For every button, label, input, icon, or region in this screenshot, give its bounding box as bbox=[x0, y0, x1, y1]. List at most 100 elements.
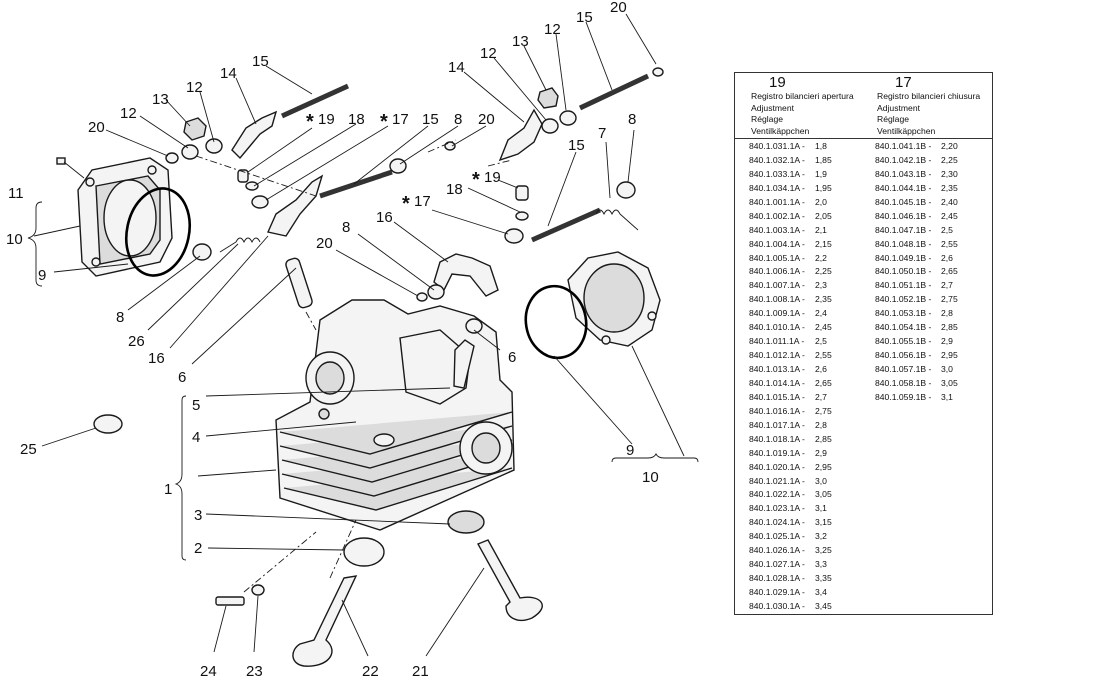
thickness-value: 2,9 bbox=[941, 336, 953, 347]
right-valve-cover bbox=[567, 251, 661, 347]
part-code: 840.1.019.1A - bbox=[749, 447, 805, 458]
table-row: 840.1.021.1A -3,0 bbox=[749, 475, 832, 489]
table-row: 840.1.003.1A -2,1 bbox=[749, 224, 832, 238]
thickness-value: 2,6 bbox=[815, 364, 827, 374]
callout-17-left: 17 bbox=[392, 111, 409, 128]
o-ring-right bbox=[524, 284, 588, 360]
part-code: 840.1.048.1B - bbox=[875, 238, 932, 249]
thickness-value: 3,35 bbox=[815, 573, 832, 584]
thickness-value: 2,30 bbox=[941, 168, 958, 179]
table-row: 840.1.006.1A -2,25 bbox=[749, 265, 832, 279]
o-ring-left bbox=[125, 187, 191, 277]
part-code: 840.1.034.1A - bbox=[749, 182, 805, 193]
thickness-value: 2,45 bbox=[941, 210, 958, 221]
thickness-value: 2,85 bbox=[941, 322, 958, 333]
part-code: 840.1.011.1A - bbox=[749, 336, 805, 347]
thickness-value: 2,65 bbox=[815, 377, 832, 388]
exploded-parts-diagram: 11 10 9 8 26 16 6 20 12 13 12 14 15 * 19… bbox=[6, 0, 699, 680]
part-code: 840.1.058.1B - bbox=[875, 377, 932, 388]
part-code: 840.1.004.1A - bbox=[749, 238, 805, 249]
table-header: 19 Registro bilancieri apertura Adjustme… bbox=[735, 73, 992, 139]
nut-13-left bbox=[183, 117, 207, 141]
thickness-value: 3,0 bbox=[815, 475, 827, 486]
part-code: 840.1.051.1B - bbox=[875, 280, 932, 291]
thickness-value: 2,4 bbox=[815, 308, 827, 319]
callout-1: 1 bbox=[164, 481, 172, 498]
table-row: 840.1.017.1A -2,8 bbox=[749, 419, 832, 433]
shaft-15-center bbox=[319, 169, 393, 199]
thickness-value: 2,6 bbox=[941, 252, 953, 263]
table-row: 840.1.011.1A - 2,5 bbox=[749, 335, 832, 349]
table-row: 840.1.019.1A -2,9 bbox=[749, 447, 832, 461]
table-row: 840.1.015.1A -2,7 bbox=[749, 391, 832, 405]
washer-8-left bbox=[192, 243, 212, 261]
callout-20-center: 20 bbox=[478, 111, 495, 128]
thickness-value: 3,45 bbox=[815, 600, 832, 611]
table-row: 840.1.058.1B - 3,05 bbox=[875, 377, 958, 391]
table-row: 840.1.031.1A -1,8 bbox=[749, 140, 832, 154]
thickness-value: 2,0 bbox=[815, 196, 827, 207]
thickness-value: 2,40 bbox=[941, 196, 958, 207]
header-desc-17-it: Registro bilancieri chiusura bbox=[877, 91, 981, 101]
callout-12-left-b: 12 bbox=[186, 79, 203, 96]
valve-seat-2 bbox=[343, 537, 385, 567]
thickness-value: 2,75 bbox=[815, 405, 832, 416]
callout-6-left: 6 bbox=[178, 369, 186, 386]
callout-10-left: 10 bbox=[6, 231, 23, 248]
callout-8-left: 8 bbox=[116, 309, 124, 326]
part-code: 840.1.033.1A - bbox=[749, 168, 805, 179]
header-desc-17-fr: Réglage bbox=[877, 114, 910, 125]
header-desc-17-en: Adjustment bbox=[877, 102, 920, 113]
header-desc-19-it: Registro bilancieri apertura bbox=[751, 91, 854, 101]
part-code: 840.1.053.1B - bbox=[875, 308, 932, 319]
part-code: 840.1.059.1B - bbox=[875, 391, 932, 402]
thickness-value: 2,65 bbox=[941, 266, 958, 277]
table-row: 840.1.026.1A -3,25 bbox=[749, 544, 832, 558]
part-code: 840.1.015.1A - bbox=[749, 391, 805, 402]
callout-8-right: 8 bbox=[628, 111, 636, 128]
thickness-value: 2,5 bbox=[815, 336, 827, 347]
table-row: 840.1.014.1A -2,65 bbox=[749, 377, 832, 391]
thickness-value: 3,4 bbox=[815, 587, 827, 597]
thickness-value: 3,05 bbox=[815, 489, 832, 500]
callout-13-right: 13 bbox=[512, 33, 529, 50]
part-code: 840.1.031.1A - bbox=[749, 141, 805, 151]
thickness-value: 3,05 bbox=[941, 377, 958, 388]
part-code: 840.1.009.1A - bbox=[749, 308, 805, 319]
table-row: 840.1.013.1A -2,6 bbox=[749, 363, 832, 377]
star-17-right: * bbox=[402, 193, 410, 215]
callout-9-left: 9 bbox=[38, 267, 46, 284]
thickness-value: 2,05 bbox=[815, 210, 832, 221]
table-row: 840.1.049.1B -2,6 bbox=[875, 252, 958, 266]
table-row: 840.1.050.1B -2,65 bbox=[875, 265, 958, 279]
thickness-value: 1,95 bbox=[815, 182, 832, 193]
table-row: 840.1.029.1A -3,4 bbox=[749, 586, 832, 600]
callout-8-center: 8 bbox=[454, 111, 462, 128]
thickness-value: 3,2 bbox=[815, 531, 827, 542]
callout-13-left: 13 bbox=[152, 91, 169, 108]
part-code: 840.1.018.1A - bbox=[749, 433, 805, 444]
table-row: 840.1.042.1B -2,25 bbox=[875, 154, 958, 168]
thickness-value: 2,75 bbox=[941, 294, 958, 305]
callout-3: 3 bbox=[194, 507, 202, 524]
table-row: 840.1.045.1B -2,40 bbox=[875, 196, 958, 210]
callout-18-left: 18 bbox=[348, 111, 365, 128]
thickness-value: 3,3 bbox=[815, 559, 827, 570]
table-row: 840.1.028.1A -3,35 bbox=[749, 572, 832, 586]
part-code: 840.1.042.1B - bbox=[875, 154, 932, 165]
part-code: 840.1.010.1A - bbox=[749, 322, 805, 333]
star-19-right: * bbox=[472, 169, 480, 191]
callout-8-mid: 8 bbox=[342, 219, 350, 236]
table-row: 840.1.018.1A -2,85 bbox=[749, 433, 832, 447]
star-19-left: * bbox=[306, 111, 314, 133]
header-number-17: 17 bbox=[895, 74, 912, 91]
thickness-value: 2,35 bbox=[941, 182, 958, 193]
part-code: 840.1.057.1B - bbox=[875, 364, 932, 374]
part-code: 840.1.026.1A - bbox=[749, 545, 805, 556]
washer-20-center bbox=[444, 141, 456, 151]
table-row: 840.1.027.1A -3,3 bbox=[749, 558, 832, 572]
part-code: 840.1.047.1B - bbox=[875, 224, 932, 235]
thickness-value: 2,55 bbox=[941, 238, 958, 249]
table-row: 840.1.009.1A - 2,4 bbox=[749, 307, 832, 321]
